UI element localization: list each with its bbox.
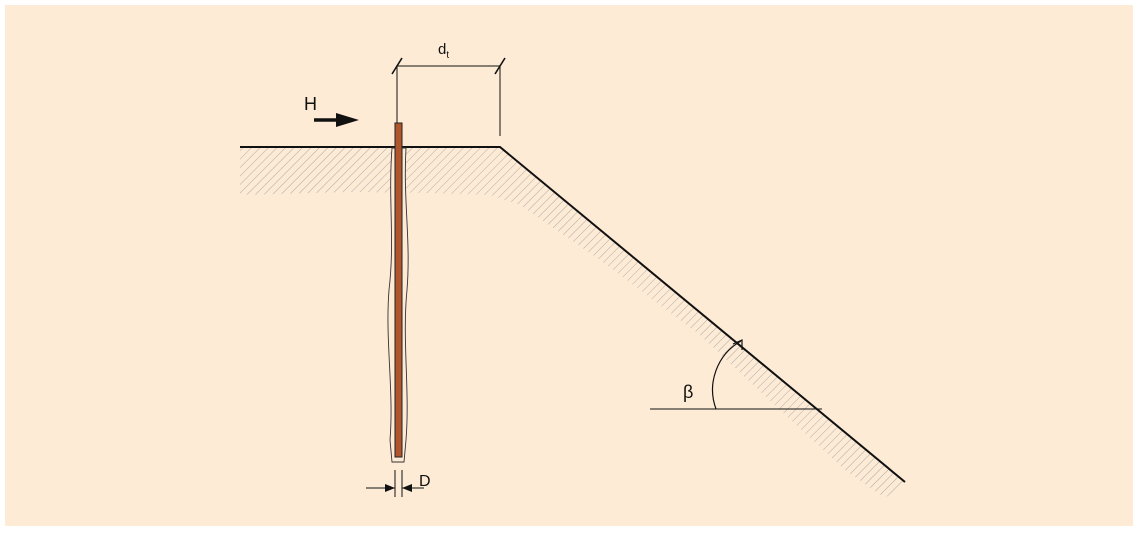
angle-arc [712,340,742,410]
pile-shaft [394,122,403,458]
angle-arrowhead [732,339,743,350]
horizontal-load-label: H [304,94,317,114]
diameter-dimension [366,470,424,497]
distance-label-subscript: t [446,50,449,61]
distance-label: dt [438,41,449,61]
slope-angle-label: β [683,382,693,402]
diagram-background [5,5,1133,526]
soil-hatch [240,147,905,498]
ground-surface-line [240,146,906,483]
distance-dimension [391,57,506,136]
diameter-label: D [419,473,431,490]
distance-label-main: d [438,41,446,58]
horizontal-load-arrow [314,113,359,127]
